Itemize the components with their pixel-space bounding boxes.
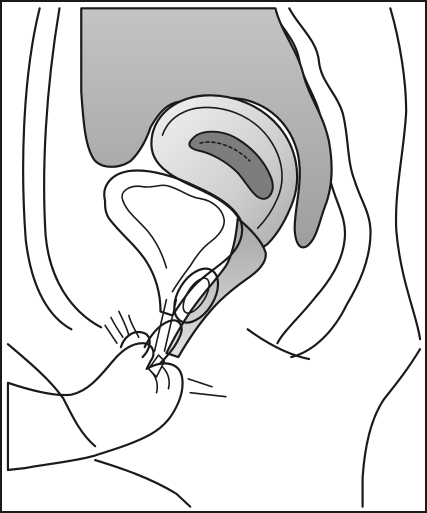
finger-crease-2 [162,367,169,389]
applicator-tip [149,355,165,377]
buttock-outline [363,349,420,507]
pointer-line-1 [188,379,212,387]
back-outline [390,8,420,339]
abdomen-outline [23,8,71,329]
lower-thigh [95,460,190,507]
pointer-line-2 [190,393,226,397]
hair-2 [119,311,129,335]
thigh-outline [8,344,95,446]
forearm [8,343,183,470]
hair-1 [111,317,123,337]
bladder-inner-wall [122,185,224,291]
hair-4 [105,325,117,343]
